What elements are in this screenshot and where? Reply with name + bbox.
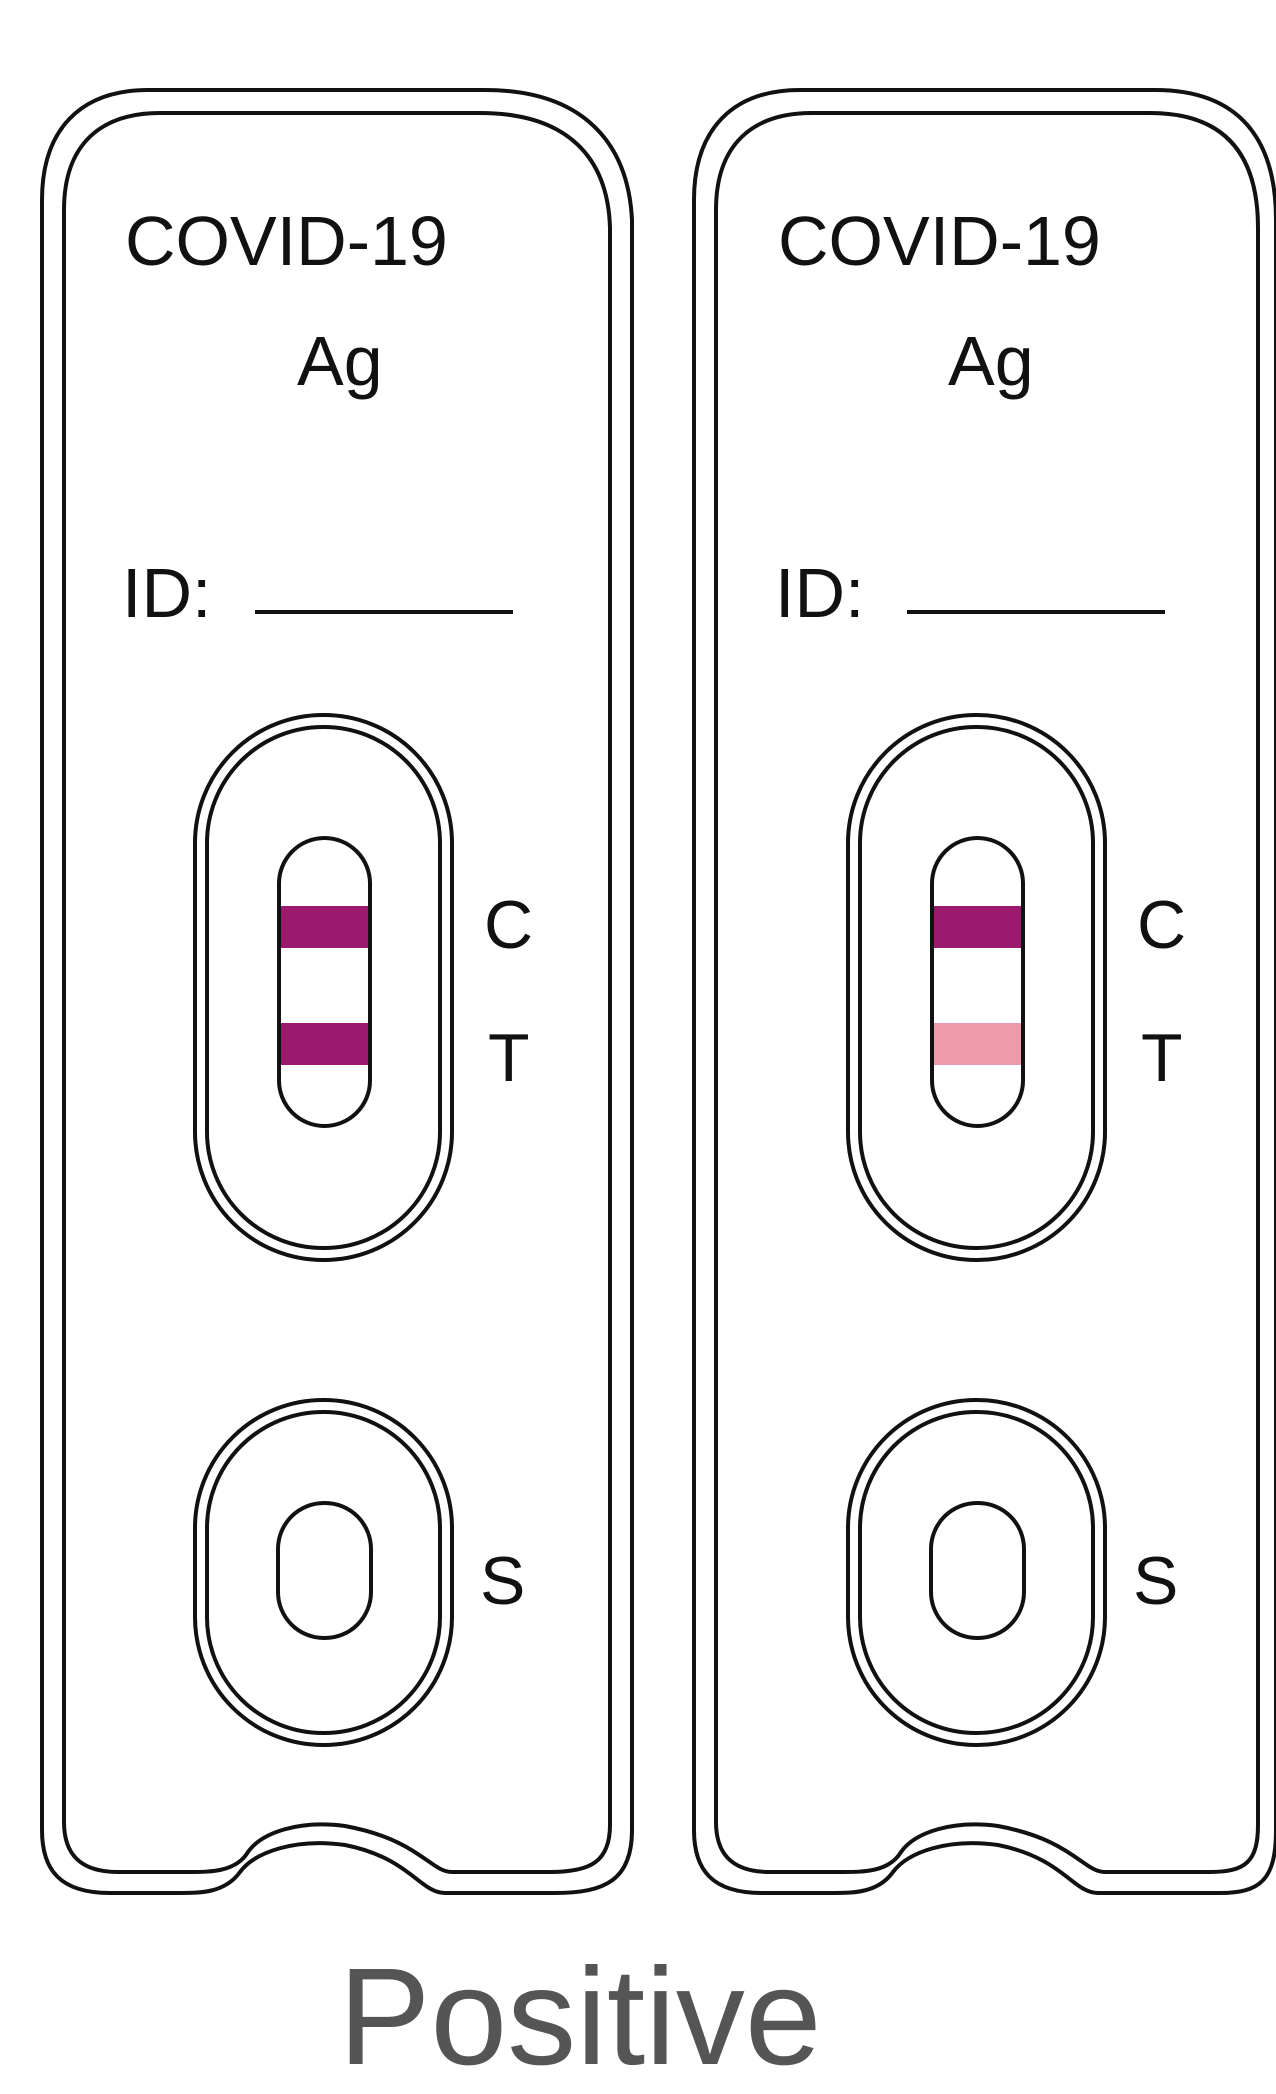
- cassette-2-inner-body: [714, 111, 1260, 1874]
- cassette-1-id-label: ID:: [122, 554, 211, 632]
- cassette-2-result-window-outer: [846, 713, 1107, 1262]
- cassette-1-sample-well-outer: [193, 1398, 454, 1747]
- cassette-2-test-line: [934, 1023, 1021, 1065]
- cassette-2-sample-well-outer: [846, 1398, 1107, 1747]
- cassette-2-id-label: ID:: [775, 554, 864, 632]
- cassette-1-title: COVID-19: [125, 202, 448, 280]
- cassette-2-title: COVID-19: [778, 202, 1101, 280]
- cassette-1-result-window-outer: [193, 713, 454, 1262]
- cassette-2-test-strip: [930, 836, 1025, 1128]
- cassette-1-test-line: [281, 1023, 368, 1065]
- cassette-1-result-window-inner: [205, 725, 442, 1250]
- cassette-2-result-window-inner: [858, 725, 1095, 1250]
- cassette-1-control-label: C: [484, 887, 533, 963]
- cassette-1-sample-label: S: [480, 1543, 525, 1619]
- cassette-1-control-line: [281, 906, 368, 948]
- cassette-1-inner-body: [62, 111, 612, 1874]
- cassette-2-sample-label: S: [1133, 1543, 1178, 1619]
- test-cassettes-illustration: COVID-19 Ag ID: C T S COVID-19 Ag ID: C …: [40, 88, 1276, 1895]
- cassette-1-sample-well-hole: [276, 1501, 373, 1640]
- cassette-2-control-line: [934, 906, 1021, 948]
- cassette-1-test-label: T: [488, 1020, 530, 1096]
- cassette-2-subtitle: Ag: [948, 322, 1034, 400]
- cassette-2-control-label: C: [1137, 887, 1186, 963]
- cassette-1-subtitle: Ag: [297, 322, 383, 400]
- cassette-1-sample-well-inner: [205, 1410, 442, 1735]
- cassette-2-sample-well-hole: [929, 1501, 1026, 1640]
- cassette-1: COVID-19 Ag ID: C T S: [40, 88, 634, 1895]
- cassette-2: COVID-19 Ag ID: C T S: [692, 88, 1276, 1895]
- cassette-1-outer-body: [40, 88, 634, 1895]
- cassette-2-sample-well-inner: [858, 1410, 1095, 1735]
- cassette-2-test-label: T: [1141, 1020, 1183, 1096]
- cassette-1-test-strip: [277, 836, 372, 1128]
- result-label: Positive: [338, 1940, 822, 2094]
